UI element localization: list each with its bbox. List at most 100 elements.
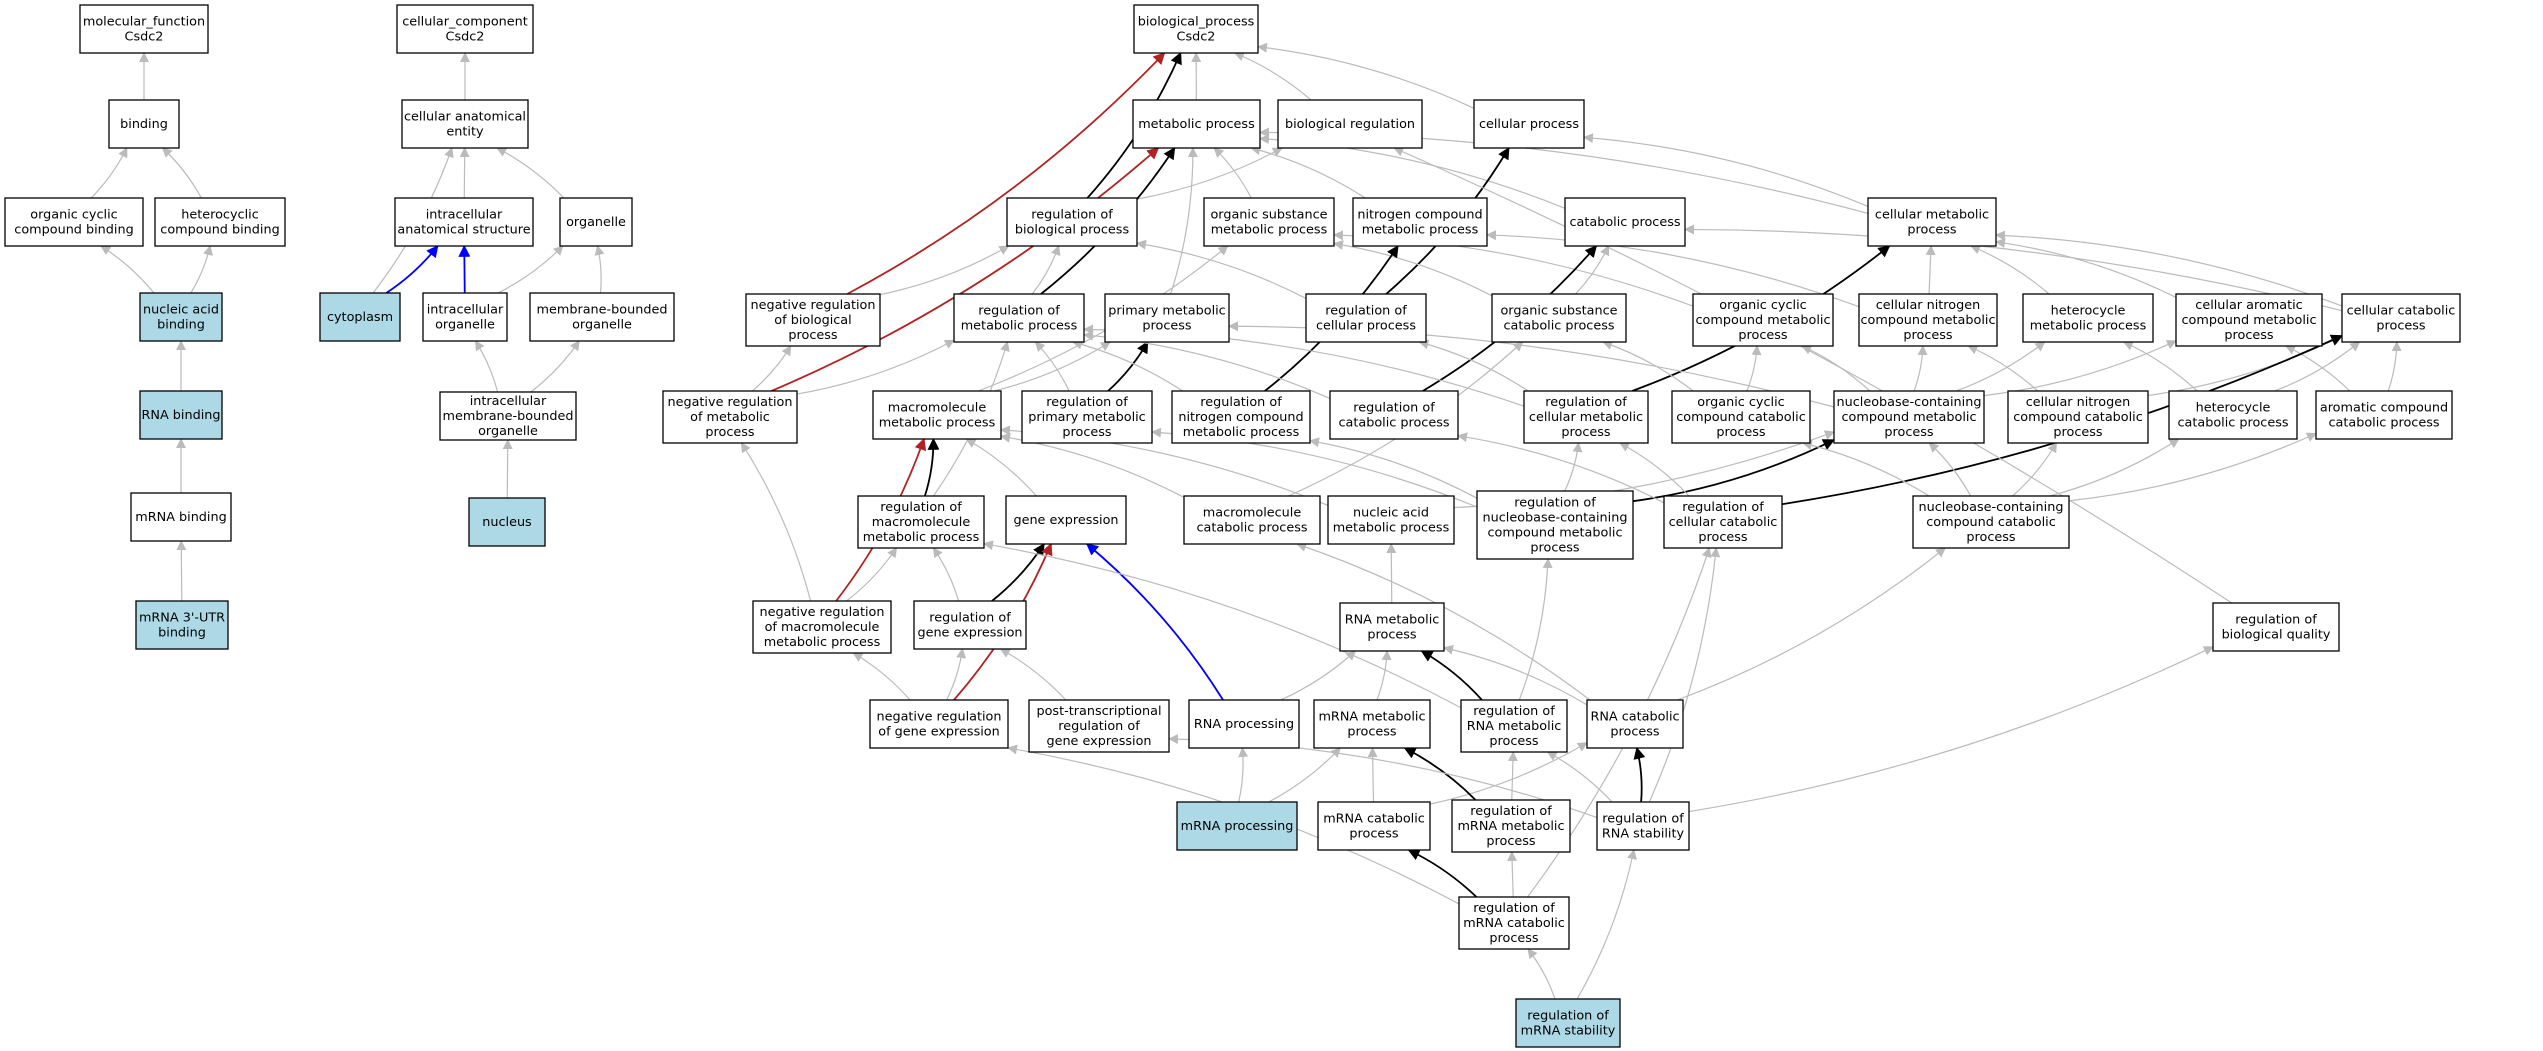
edge-is-a <box>1970 244 2050 295</box>
node-label-line: process <box>1903 328 1953 343</box>
node-label-line: cellular process <box>1479 117 1579 132</box>
go-term-node-nucleus: nucleus <box>468 497 546 547</box>
node-box <box>1833 390 1985 444</box>
edge-is-a <box>1280 650 1357 701</box>
edge-is-a <box>1688 646 2214 813</box>
edge-is-a <box>594 245 605 294</box>
node-box <box>394 197 534 247</box>
edge-is-a <box>190 245 213 294</box>
edge-is-a <box>1457 432 1665 504</box>
edge-is-a <box>176 540 187 602</box>
node-box <box>79 4 209 54</box>
node-box <box>1451 799 1571 853</box>
node-label-line: regulation of <box>1353 401 1435 416</box>
node-label-line: membrane-bounded <box>537 303 668 318</box>
edge-is-a <box>1967 345 2039 392</box>
node-label-line: of biological <box>774 313 851 328</box>
go-term-node-cellular-process: cellular process <box>1473 99 1585 149</box>
edge-is-a <box>879 245 1010 296</box>
edge-is-a <box>1031 245 1061 295</box>
node-label-line: cellular_component <box>402 15 528 30</box>
node-box <box>2212 602 2340 652</box>
node-label-line: of gene expression <box>878 725 999 740</box>
node-box <box>139 292 223 342</box>
node-label-line: gene expression <box>1046 734 1151 749</box>
node-label-line: process <box>1716 425 1766 440</box>
node-label-line: anatomical structure <box>397 223 530 238</box>
node-label-line: regulation of <box>978 304 1060 319</box>
edge-is-a <box>1376 650 1392 701</box>
node-label-line: metabolic process <box>1362 223 1479 238</box>
node-label-line: compound catabolic <box>2013 410 2143 425</box>
node-label-line: RNA stability <box>1602 827 1685 842</box>
edge-negatively-regulates <box>771 147 1160 392</box>
node-box <box>1867 197 1997 247</box>
node-label-line: regulation of <box>1031 208 1113 223</box>
edge-is-a <box>751 345 792 392</box>
edge-is-a <box>1213 147 1252 199</box>
node-label-line: RNA metabolic <box>1345 613 1440 628</box>
node-label-line: organic substance <box>1210 208 1327 223</box>
node-box <box>139 390 223 440</box>
node-label-line: compound binding <box>14 223 133 238</box>
node-label-line: cytoplasm <box>327 310 393 325</box>
node-label-line: catabolic process <box>1569 215 1680 230</box>
edge-is-a <box>1801 440 1930 497</box>
node-label-line: membrane-bounded <box>443 409 574 424</box>
edge-is-a <box>530 340 580 393</box>
node-label-line: regulation of <box>2235 613 2317 628</box>
node-box <box>1277 99 1423 149</box>
node-label-line: catabolic process <box>2328 416 2439 431</box>
node-label-line: gene expression <box>917 626 1022 641</box>
node-box <box>869 699 1009 749</box>
node-label-line: regulation of <box>1514 496 1596 511</box>
node-label-line: binding <box>158 626 206 641</box>
node-label-line: regulation of <box>1470 804 1552 819</box>
edge-is-a <box>1233 51 1312 101</box>
node-label-line: process <box>1347 725 1397 740</box>
node-label-line: regulation of <box>1527 1009 1609 1024</box>
node-box <box>1586 699 1684 749</box>
edge-is-a <box>1995 230 2343 307</box>
edge-regulates <box>1107 340 1149 392</box>
edge-is-a <box>993 341 1111 392</box>
node-label-line: process <box>1561 425 1611 440</box>
edge-is-a <box>1602 340 1694 392</box>
edge-is-a <box>1333 240 1493 297</box>
node-label-line: metabolic process <box>1183 425 1300 440</box>
node-label-line: process <box>1966 530 2016 545</box>
node-label-line: macromolecule <box>872 515 971 530</box>
go-term-node-catabolic-process: catabolic process <box>1564 197 1686 247</box>
edge-is-a <box>1071 339 1184 392</box>
node-label-line: process <box>1062 425 1112 440</box>
edge-is-a <box>1486 230 1860 308</box>
node-box <box>1104 293 1230 343</box>
node-label-line: biological quality <box>2222 628 2331 643</box>
edge-is-a <box>740 442 812 602</box>
go-term-node-metabolic-process: metabolic process <box>1132 99 1261 149</box>
node-label-line: process <box>1610 725 1660 740</box>
edge-is-a <box>1250 145 1366 199</box>
edge-is-a <box>1034 341 1070 392</box>
node-label-line: cellular aromatic <box>2195 298 2302 313</box>
node-box <box>913 600 1027 650</box>
node-label-line: cellular process <box>1316 319 1416 334</box>
edge-is-a <box>1136 239 1307 299</box>
